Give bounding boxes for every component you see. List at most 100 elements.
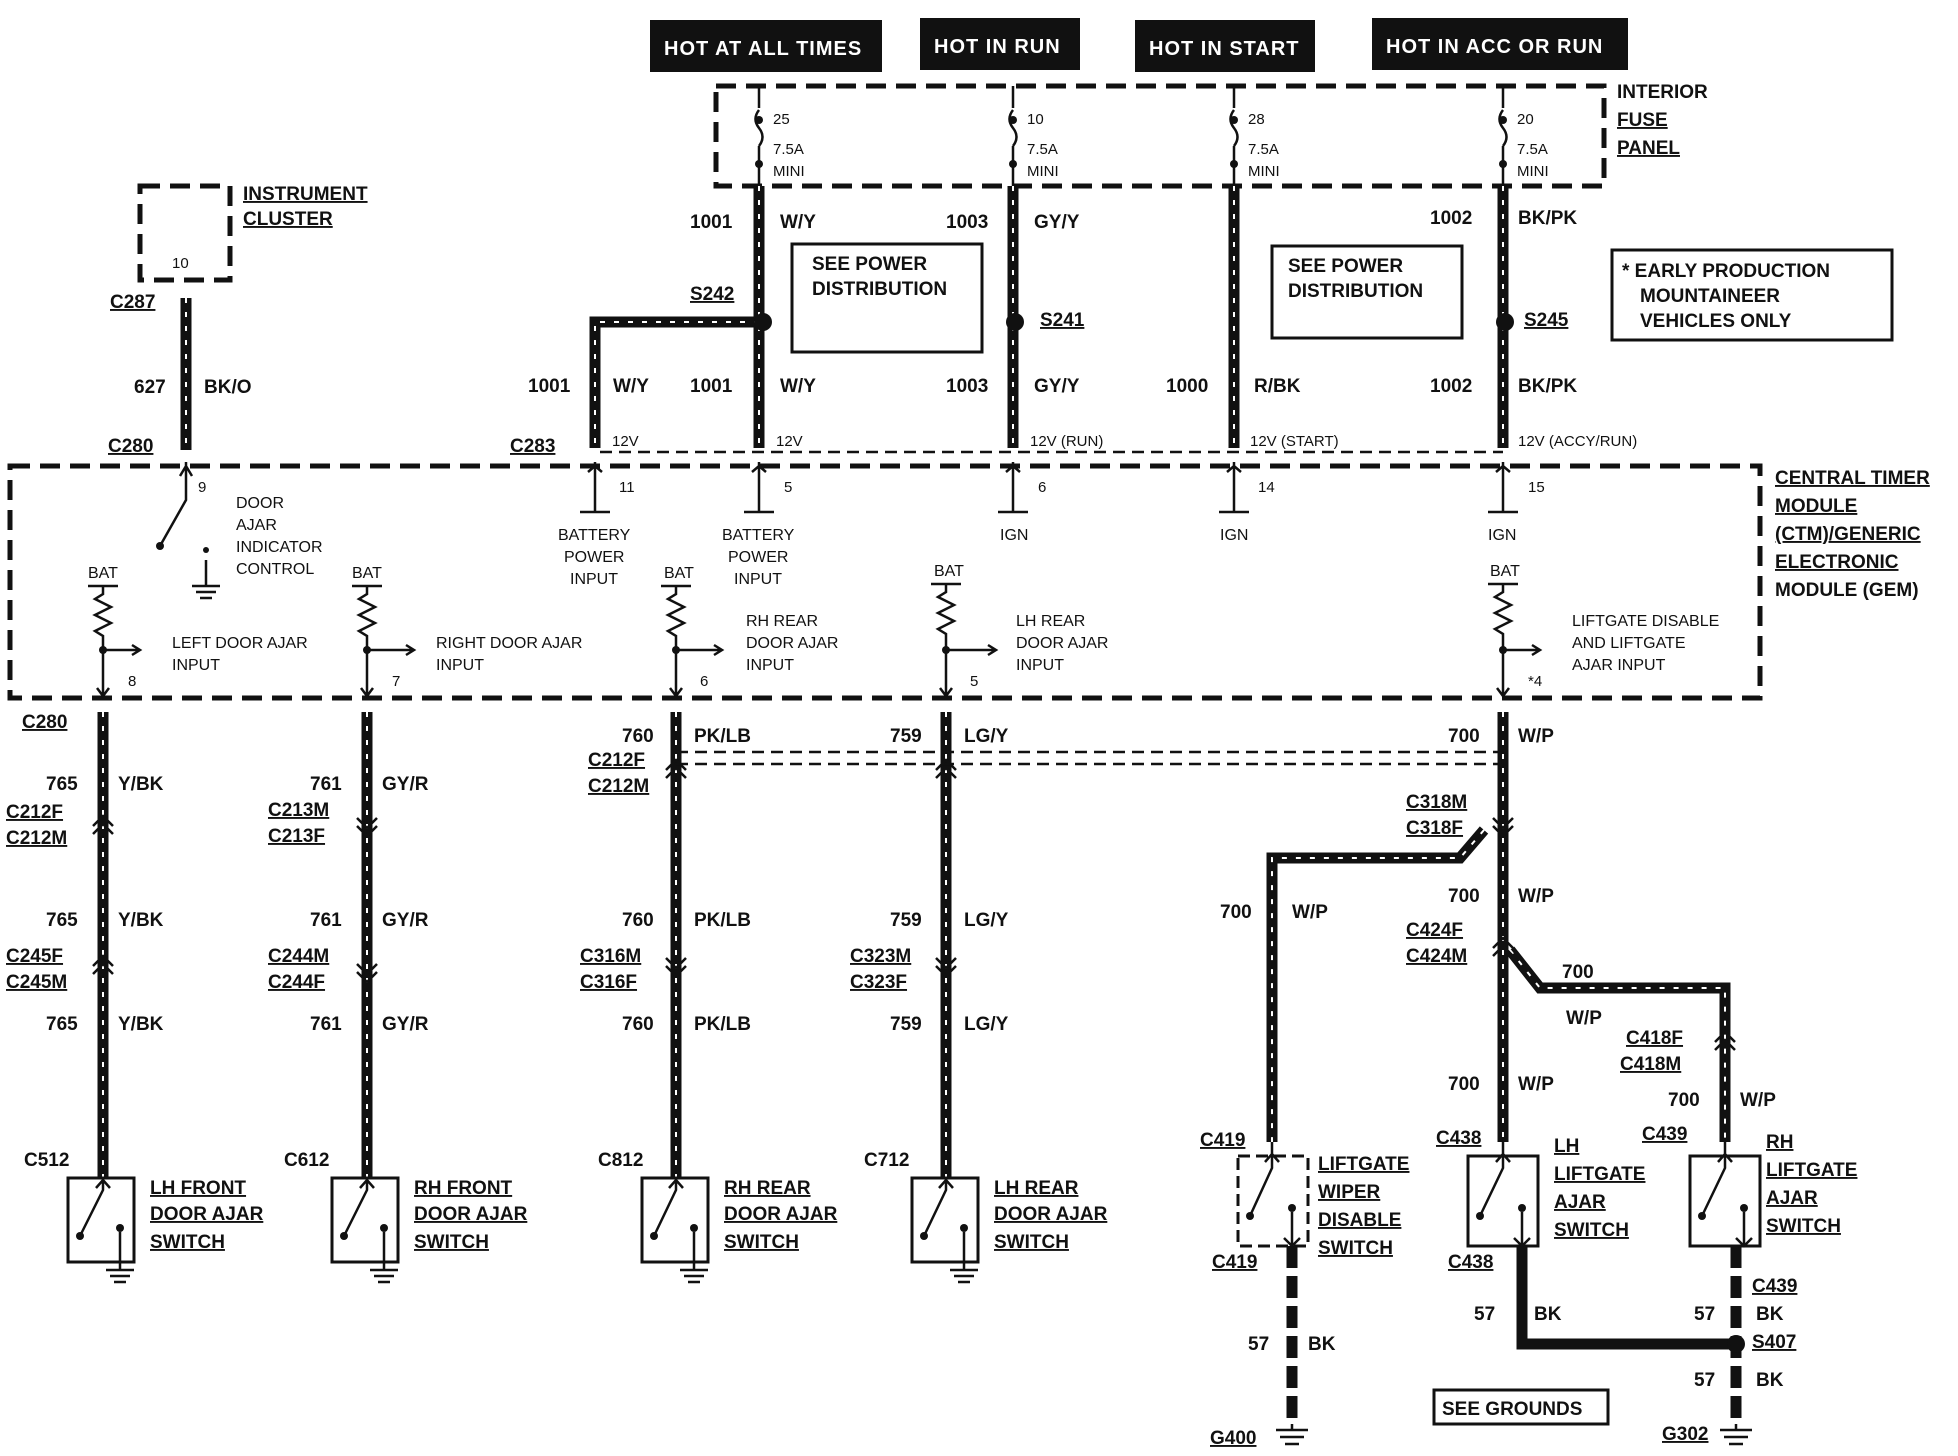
splice-s242 [754,313,772,331]
conn-c245f: C245F [6,946,63,967]
instrument-cluster-title-2: CLUSTER [243,209,333,230]
conn-c419-bottom: C419 [1212,1252,1257,1273]
fuse-20-number: 20 [1517,111,1534,128]
conn-c323f: C323F [850,972,907,993]
w761-color-2: GY/R [382,910,429,931]
pin-15: 15 [1528,479,1545,496]
w760-color-3: PK/LB [694,1014,751,1035]
early-production-line2: MOUNTAINEER [1640,286,1780,307]
w700-num-1: 700 [1448,726,1480,747]
w57-num-1: 57 [1248,1334,1269,1355]
lower-wires [92,712,1745,1424]
lh-rear-label-3: INPUT [1016,657,1064,674]
w760-num-2: 760 [622,910,654,931]
header-hot-in-acc-or-run-label: HOT IN ACC OR RUN [1386,36,1603,58]
w761-num-2: 761 [310,910,342,931]
conn-c212m: C212M [588,776,649,797]
w57-color-1: BK [1308,1334,1336,1355]
fuse-10-rating: 7.5A [1027,141,1058,158]
wire-1001-branch-color: W/Y [613,376,649,397]
indicator-label-1: DOOR [236,495,284,512]
w57-num-3: 57 [1694,1304,1715,1325]
pin-8: 8 [128,673,136,690]
w700-num-2: 700 [1220,902,1252,923]
liftgate-wiper-label-4: SWITCH [1318,1238,1393,1259]
early-production-line3: VEHICLES ONLY [1640,311,1792,332]
pin-6-bottom: 6 [700,673,708,690]
supply-12v-1: 12V [612,433,639,450]
conn-c439-bottom: C439 [1752,1276,1797,1297]
fuse-10: 10 7.5A MINI [1008,86,1059,186]
fuse-25-number: 25 [773,111,790,128]
conn-c712: C712 [864,1150,909,1171]
w700-color-6: W/P [1740,1090,1776,1111]
rh-liftgate-label-2: LIFTGATE [1766,1160,1857,1181]
liftgate-wiper-label-3: DISABLE [1318,1210,1401,1231]
lh-liftgate-label-2: LIFTGATE [1554,1164,1645,1185]
splice-s241-label: S241 [1040,310,1085,331]
ground-g400: G400 [1210,1428,1256,1449]
w765-num-2: 765 [46,910,78,931]
w700-num-3: 700 [1448,886,1480,907]
lh-rear-switch-label-2: DOOR AJAR [994,1204,1108,1225]
battery-power-1-line1: BATTERY [558,527,631,544]
fuse-28-type: MINI [1248,163,1280,180]
module-outline [7,463,1763,701]
lh-rear-label-2: DOOR AJAR [1016,635,1108,652]
splice-s242-label: S242 [690,284,734,305]
lh-liftgate-label-4: SWITCH [1554,1220,1629,1241]
wire-1003-num-top: 1003 [946,212,988,233]
w759-color-3: LG/Y [964,1014,1009,1035]
fuse-28-rating: 7.5A [1248,141,1279,158]
w760-color-2: PK/LB [694,910,751,931]
conn-c424m: C424M [1406,946,1467,967]
w760-color-1: PK/LB [694,726,751,747]
fuse-panel-title-3: PANEL [1617,138,1680,159]
rh-front-label-2: DOOR AJAR [414,1204,528,1225]
supply-12v-start: 12V (START) [1250,433,1339,450]
w759-num-1: 759 [890,726,922,747]
wire-1002-color-top: BK/PK [1518,208,1577,229]
wire-627-num: 627 [134,377,166,398]
conn-c244m: C244M [268,946,329,967]
conn-c439-top: C439 [1642,1124,1687,1145]
w57-num-2: 57 [1474,1304,1495,1325]
splice-s407-label: S407 [1752,1332,1796,1353]
conn-c316m: C316M [580,946,641,967]
conn-c318f: C318F [1406,818,1463,839]
conn-c419-top: C419 [1200,1130,1245,1151]
wire-1000-num: 1000 [1166,376,1208,397]
see-power-distribution-1-line1: SEE POWER [812,254,927,275]
w700-color-1: W/P [1518,726,1554,747]
header-hot-in-acc-or-run [1372,18,1628,70]
splice-s407 [1727,1335,1745,1353]
instrument-cluster-pin: 10 [172,255,189,272]
w700-num-4: 700 [1562,962,1594,983]
conn-c318m: C318M [1406,792,1467,813]
rh-rear-label-3: INPUT [746,657,794,674]
pin-11: 11 [619,479,635,496]
fuse-panel-title-1: INTERIOR [1617,82,1708,103]
module-title-5: MODULE (GEM) [1775,580,1919,601]
left-door-label-1: LEFT DOOR AJAR [172,635,308,652]
wire-1002-color: BK/PK [1518,376,1577,397]
ground-g400-icon [1276,1424,1308,1446]
wire-1001-num-top: 1001 [690,212,733,233]
left-door-ajar-input: BAT 8 LEFT DOOR AJAR INPUT [88,565,308,699]
conn-c212m-left: C212M [6,828,67,849]
lh-liftgate-label-1: LH [1554,1136,1579,1157]
pin-5-bottom: 5 [970,673,978,690]
rh-liftgate-ajar-switch: RH LIFTGATE AJAR SWITCH [1688,1132,1857,1248]
rh-rear-label-1: RH REAR [746,613,818,630]
indicator-label-2: AJAR [236,517,277,534]
fuse-28: 28 7.5A MINI [1229,86,1280,186]
right-door-ajar-input: BAT 7 RIGHT DOOR AJAR INPUT [352,565,582,699]
lh-front-label-3: SWITCH [150,1232,225,1253]
wire-1002-num: 1002 [1430,376,1472,397]
w760-num-1: 760 [622,726,654,747]
w765-num-3: 765 [46,1014,78,1035]
rh-rear-door-ajar-input: BAT 6 RH REAR DOOR AJAR INPUT [661,565,838,699]
see-power-distribution-box-2 [1270,244,1464,340]
conn-c245m: C245M [6,972,67,993]
